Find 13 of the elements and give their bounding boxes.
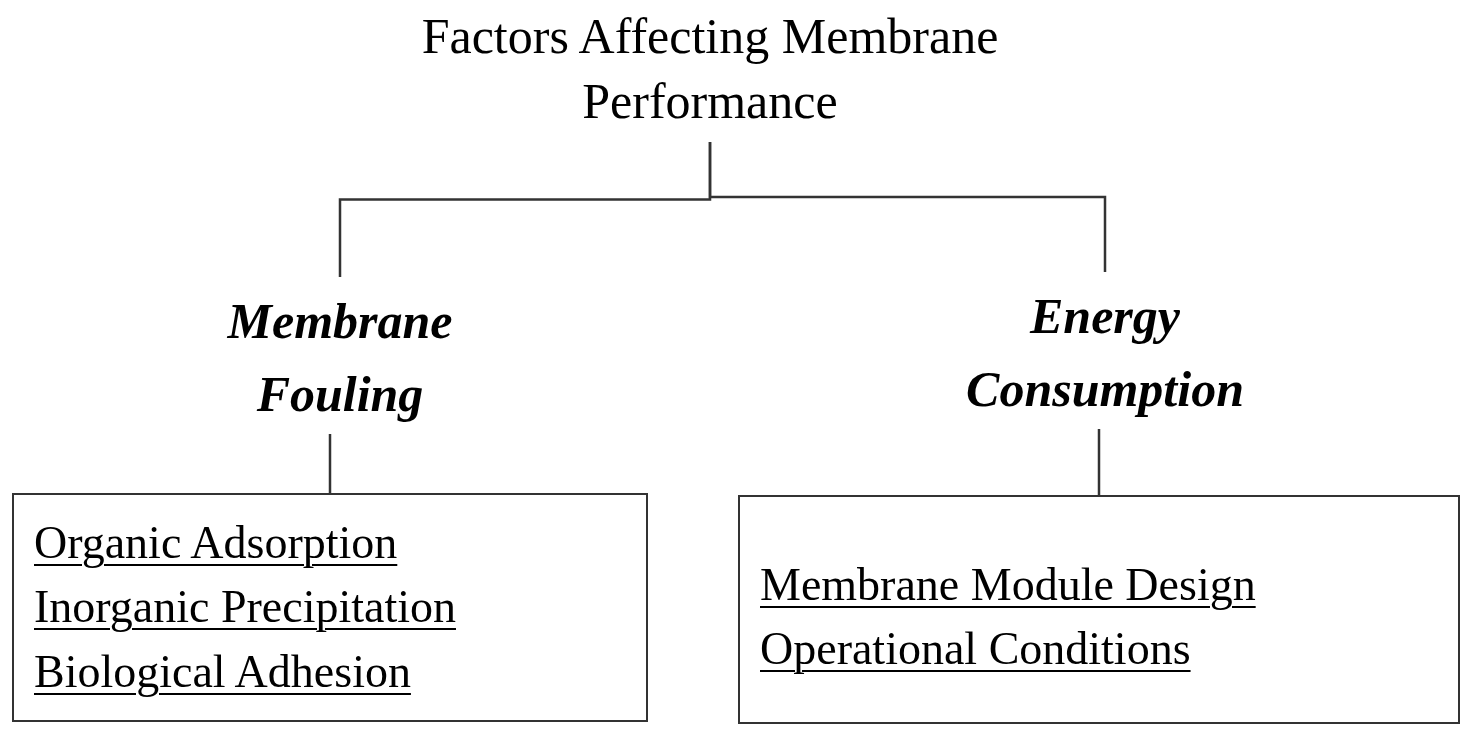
connector-line: [328, 434, 332, 493]
connector-line: [1097, 429, 1101, 495]
connector-line: [708, 142, 1107, 272]
list-item: Organic Adsorption: [34, 517, 398, 568]
title-label: Factors Affecting Membrane Performance: [421, 8, 999, 129]
list-item: Inorganic Precipitation: [34, 581, 456, 633]
category-label: Energy Consumption: [966, 288, 1244, 417]
list-item: Membrane Module Design: [760, 559, 1256, 610]
factor-box: [738, 495, 1460, 724]
list-item: Biological Adhesion: [34, 645, 411, 697]
category-label: Membrane Fouling: [227, 293, 453, 422]
list-item: Operational Conditions: [760, 623, 1191, 675]
factor-box: [12, 493, 648, 723]
